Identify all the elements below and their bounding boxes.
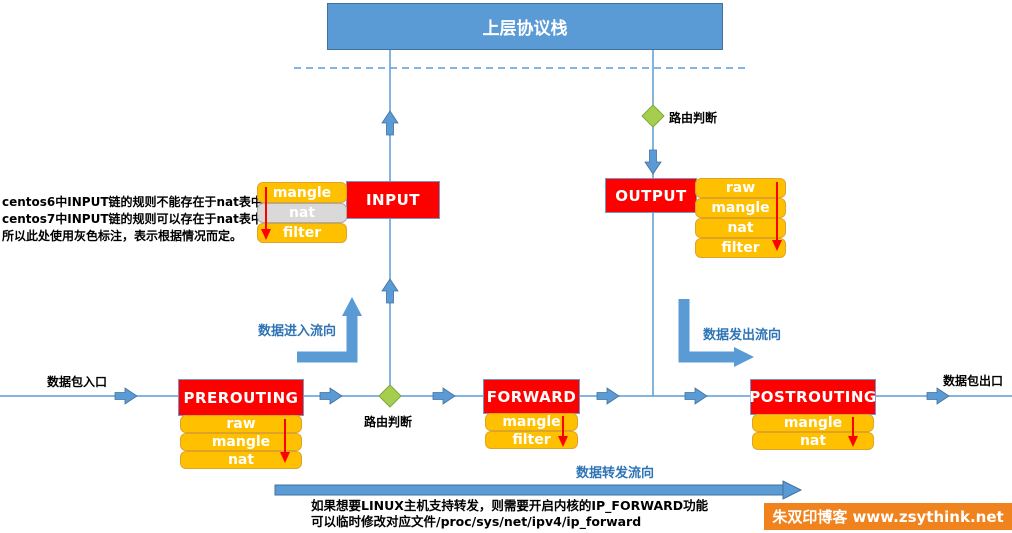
ip-forward-note-line: 如果想要LINUX主机支持转发，则需要开启内核的IP_FORWARD功能 <box>311 498 709 513</box>
arrow-right-icon <box>319 387 343 405</box>
routing-decision-top-label: 路由判断 <box>669 111 718 125</box>
arrow-down-icon <box>644 149 662 175</box>
arrow-right-icon <box>926 387 950 405</box>
table-label: mangle <box>783 415 843 431</box>
input-table-nat: nat <box>257 203 347 223</box>
arrow-right-icon <box>114 387 138 405</box>
forward-chain-box: FORWARD <box>483 379 580 414</box>
prerouting-chain-box: PREROUTING <box>178 379 304 416</box>
forward-flow-arrow-bar <box>274 484 784 496</box>
watermark-text: 朱双印博客 www.zsythink.net <box>772 508 1004 526</box>
forward-table-mangle: mangle <box>485 413 578 431</box>
forward-flow-arrowhead-icon <box>782 480 803 500</box>
input-table-filter: filter <box>257 223 347 243</box>
routing-decision-diamond-icon <box>378 384 402 408</box>
ip-forward-note: 如果想要LINUX主机支持转发，则需要开启内核的IP_FORWARD功能 可以临… <box>311 498 708 530</box>
postrouting-table-mangle: mangle <box>752 414 874 432</box>
table-label: mangle <box>272 184 332 201</box>
flow-forward-label: 数据转发流向 <box>576 466 655 481</box>
table-label: filter <box>512 432 551 448</box>
upper-protocol-stack-label: 上层协议栈 <box>482 19 568 39</box>
watermark-badge: 朱双印博客 www.zsythink.net <box>764 503 1012 530</box>
arrow-right-icon <box>596 387 620 405</box>
packet-in-label: 数据包入口 <box>47 375 108 389</box>
arrow-right-icon <box>432 387 456 405</box>
table-label: mangle <box>211 434 271 450</box>
output-table-raw: raw <box>695 178 786 198</box>
input-table-mangle: mangle <box>257 182 347 203</box>
ip-forward-note-line: 可以临时修改对应文件/proc/sys/net/ipv4/ip_forward <box>311 514 642 529</box>
output-chain-box: OUTPUT <box>605 178 697 213</box>
table-label: mangle <box>711 200 770 216</box>
table-label: mangle <box>502 414 561 430</box>
output-table-mangle: mangle <box>695 198 786 218</box>
input-chain-label: INPUT <box>365 191 421 209</box>
centos-nat-note: centos6中INPUT链的规则不能存在于nat表中 centos7中INPU… <box>2 194 263 245</box>
flow-in-arrowhead-icon <box>342 297 362 316</box>
flow-in-label: 数据进入流向 <box>258 324 337 339</box>
forward-table-filter: filter <box>485 431 578 449</box>
arrow-up-icon <box>381 278 399 304</box>
centos-note-line: centos6中INPUT链的规则不能存在于nat表中 <box>2 195 263 209</box>
table-label: nat <box>799 433 827 449</box>
flow-out-arrowhead-icon <box>734 347 754 367</box>
output-chain-label: OUTPUT <box>615 186 687 205</box>
prerouting-chain-label: PREROUTING <box>183 388 299 407</box>
postrouting-table-nat: nat <box>752 432 874 450</box>
postrouting-chain-box: POSTROUTING <box>749 379 877 415</box>
table-label: nat <box>727 220 754 236</box>
table-label: filter <box>721 240 760 256</box>
table-label: filter <box>282 225 322 241</box>
upper-protocol-stack-box: 上层协议栈 <box>327 3 723 50</box>
routing-decision-diamond-icon <box>641 104 665 128</box>
prerouting-table-nat: nat <box>180 451 302 469</box>
centos-note-line: centos7中INPUT链的规则可以存在于nat表中 <box>2 212 263 226</box>
input-chain-box: INPUT <box>346 181 440 219</box>
output-table-filter: filter <box>695 238 786 258</box>
prerouting-table-raw: raw <box>180 415 302 433</box>
packet-out-label: 数据包出口 <box>943 374 1004 388</box>
routing-decision-mid-label: 路由判断 <box>364 415 413 429</box>
arrow-right-icon <box>684 387 708 405</box>
table-label: nat <box>227 452 255 468</box>
centos-note-line: 所以此处使用灰色标注，表示根据情况而定。 <box>2 229 243 243</box>
table-label: nat <box>288 205 316 221</box>
table-label: raw <box>725 180 756 196</box>
prerouting-table-mangle: mangle <box>180 433 302 451</box>
arrow-up-icon <box>381 110 399 136</box>
flow-out-label: 数据发出流向 <box>703 328 782 343</box>
postrouting-chain-label: POSTROUTING <box>749 388 877 406</box>
output-table-nat: nat <box>695 218 786 238</box>
table-label: raw <box>226 416 256 432</box>
forward-chain-label: FORWARD <box>486 387 577 406</box>
